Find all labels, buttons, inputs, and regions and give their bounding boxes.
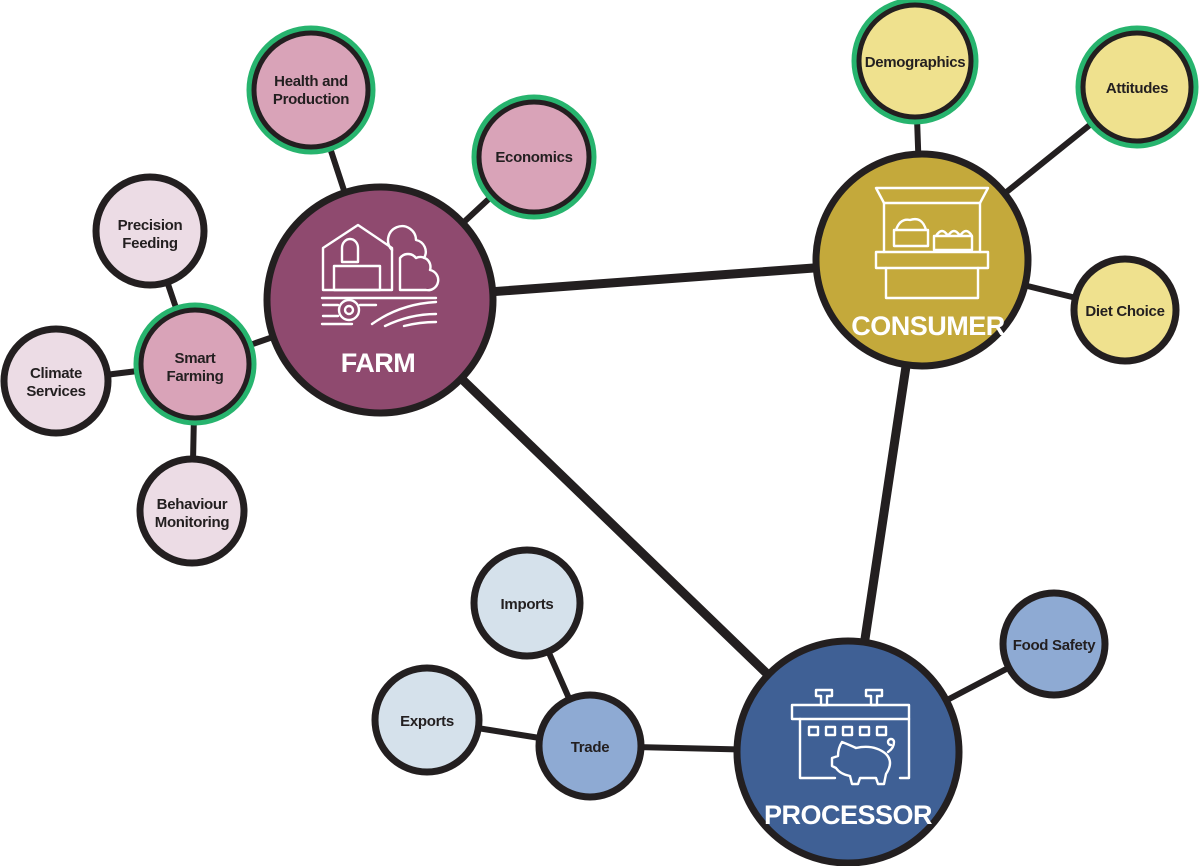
node-label: Precision <box>118 217 183 234</box>
node-label: Climate <box>30 365 82 382</box>
node-label: Feeding <box>122 235 178 252</box>
node-label: Imports <box>501 596 554 613</box>
hub-farm[interactable]: FARM <box>263 183 497 417</box>
node-label: Diet Choice <box>1085 303 1164 320</box>
node-demographics[interactable]: Demographics <box>851 0 979 125</box>
node-label: Monitoring <box>155 514 230 531</box>
node-attitudes[interactable]: Attitudes <box>1075 25 1199 149</box>
node-diet-choice[interactable]: Diet Choice <box>1070 255 1180 365</box>
hub-farm-label: FARM <box>341 348 416 378</box>
node-label: Smart <box>174 350 215 367</box>
node-exports[interactable]: Exports <box>371 664 483 776</box>
node-label: Services <box>26 383 85 400</box>
node-label: Behaviour <box>157 496 228 513</box>
node-label: Exports <box>400 713 454 730</box>
node-label: Production <box>273 91 349 108</box>
node-label: Food Safety <box>1013 637 1096 654</box>
node-label: Attitudes <box>1106 80 1168 97</box>
node-label: Trade <box>571 739 610 756</box>
pig-factory-icon <box>790 688 911 786</box>
node-trade[interactable]: Trade <box>535 691 645 801</box>
hub-consumer-label: CONSUMER <box>851 311 1005 341</box>
barn-icon <box>320 223 440 328</box>
node-food-safety[interactable]: Food Safety <box>999 589 1109 699</box>
hub-processor[interactable]: PROCESSOR <box>733 637 963 866</box>
node-economics[interactable]: Economics <box>471 94 597 220</box>
hub-consumer[interactable]: CONSUMER <box>812 150 1032 370</box>
node-label: Economics <box>495 149 572 166</box>
node-label: Demographics <box>865 54 966 71</box>
market-stall-icon <box>874 186 990 300</box>
node-label: Health and <box>274 73 348 90</box>
node-imports[interactable]: Imports <box>470 546 584 660</box>
hub-processor-label: PROCESSOR <box>764 800 932 830</box>
node-label: Farming <box>166 368 223 385</box>
